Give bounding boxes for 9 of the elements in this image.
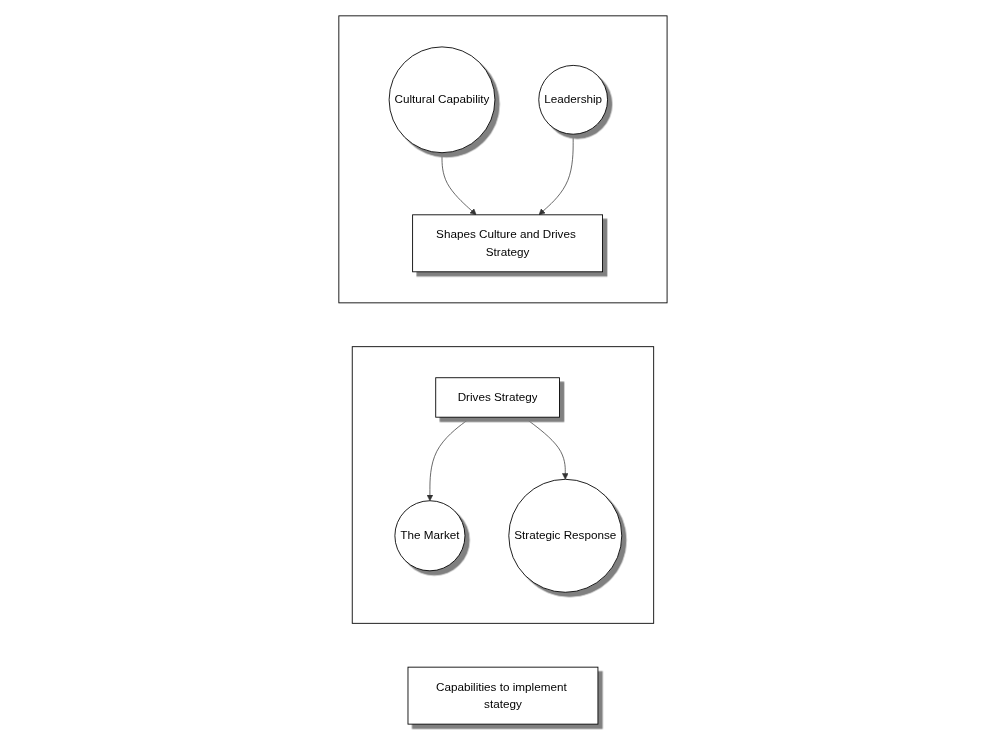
node-circle: Leadership xyxy=(538,64,609,135)
cluster xyxy=(351,346,655,624)
node-circle: Strategic Response xyxy=(508,478,623,593)
node-box: Drives Strategy xyxy=(435,377,560,418)
node-box: Capabilities to implement stategy xyxy=(407,666,599,725)
cluster xyxy=(338,15,668,304)
node-circle: Cultural Capability xyxy=(388,46,496,154)
node-box: Shapes Culture and Drives Strategy xyxy=(412,214,604,273)
node-circle: The Market xyxy=(394,500,466,572)
